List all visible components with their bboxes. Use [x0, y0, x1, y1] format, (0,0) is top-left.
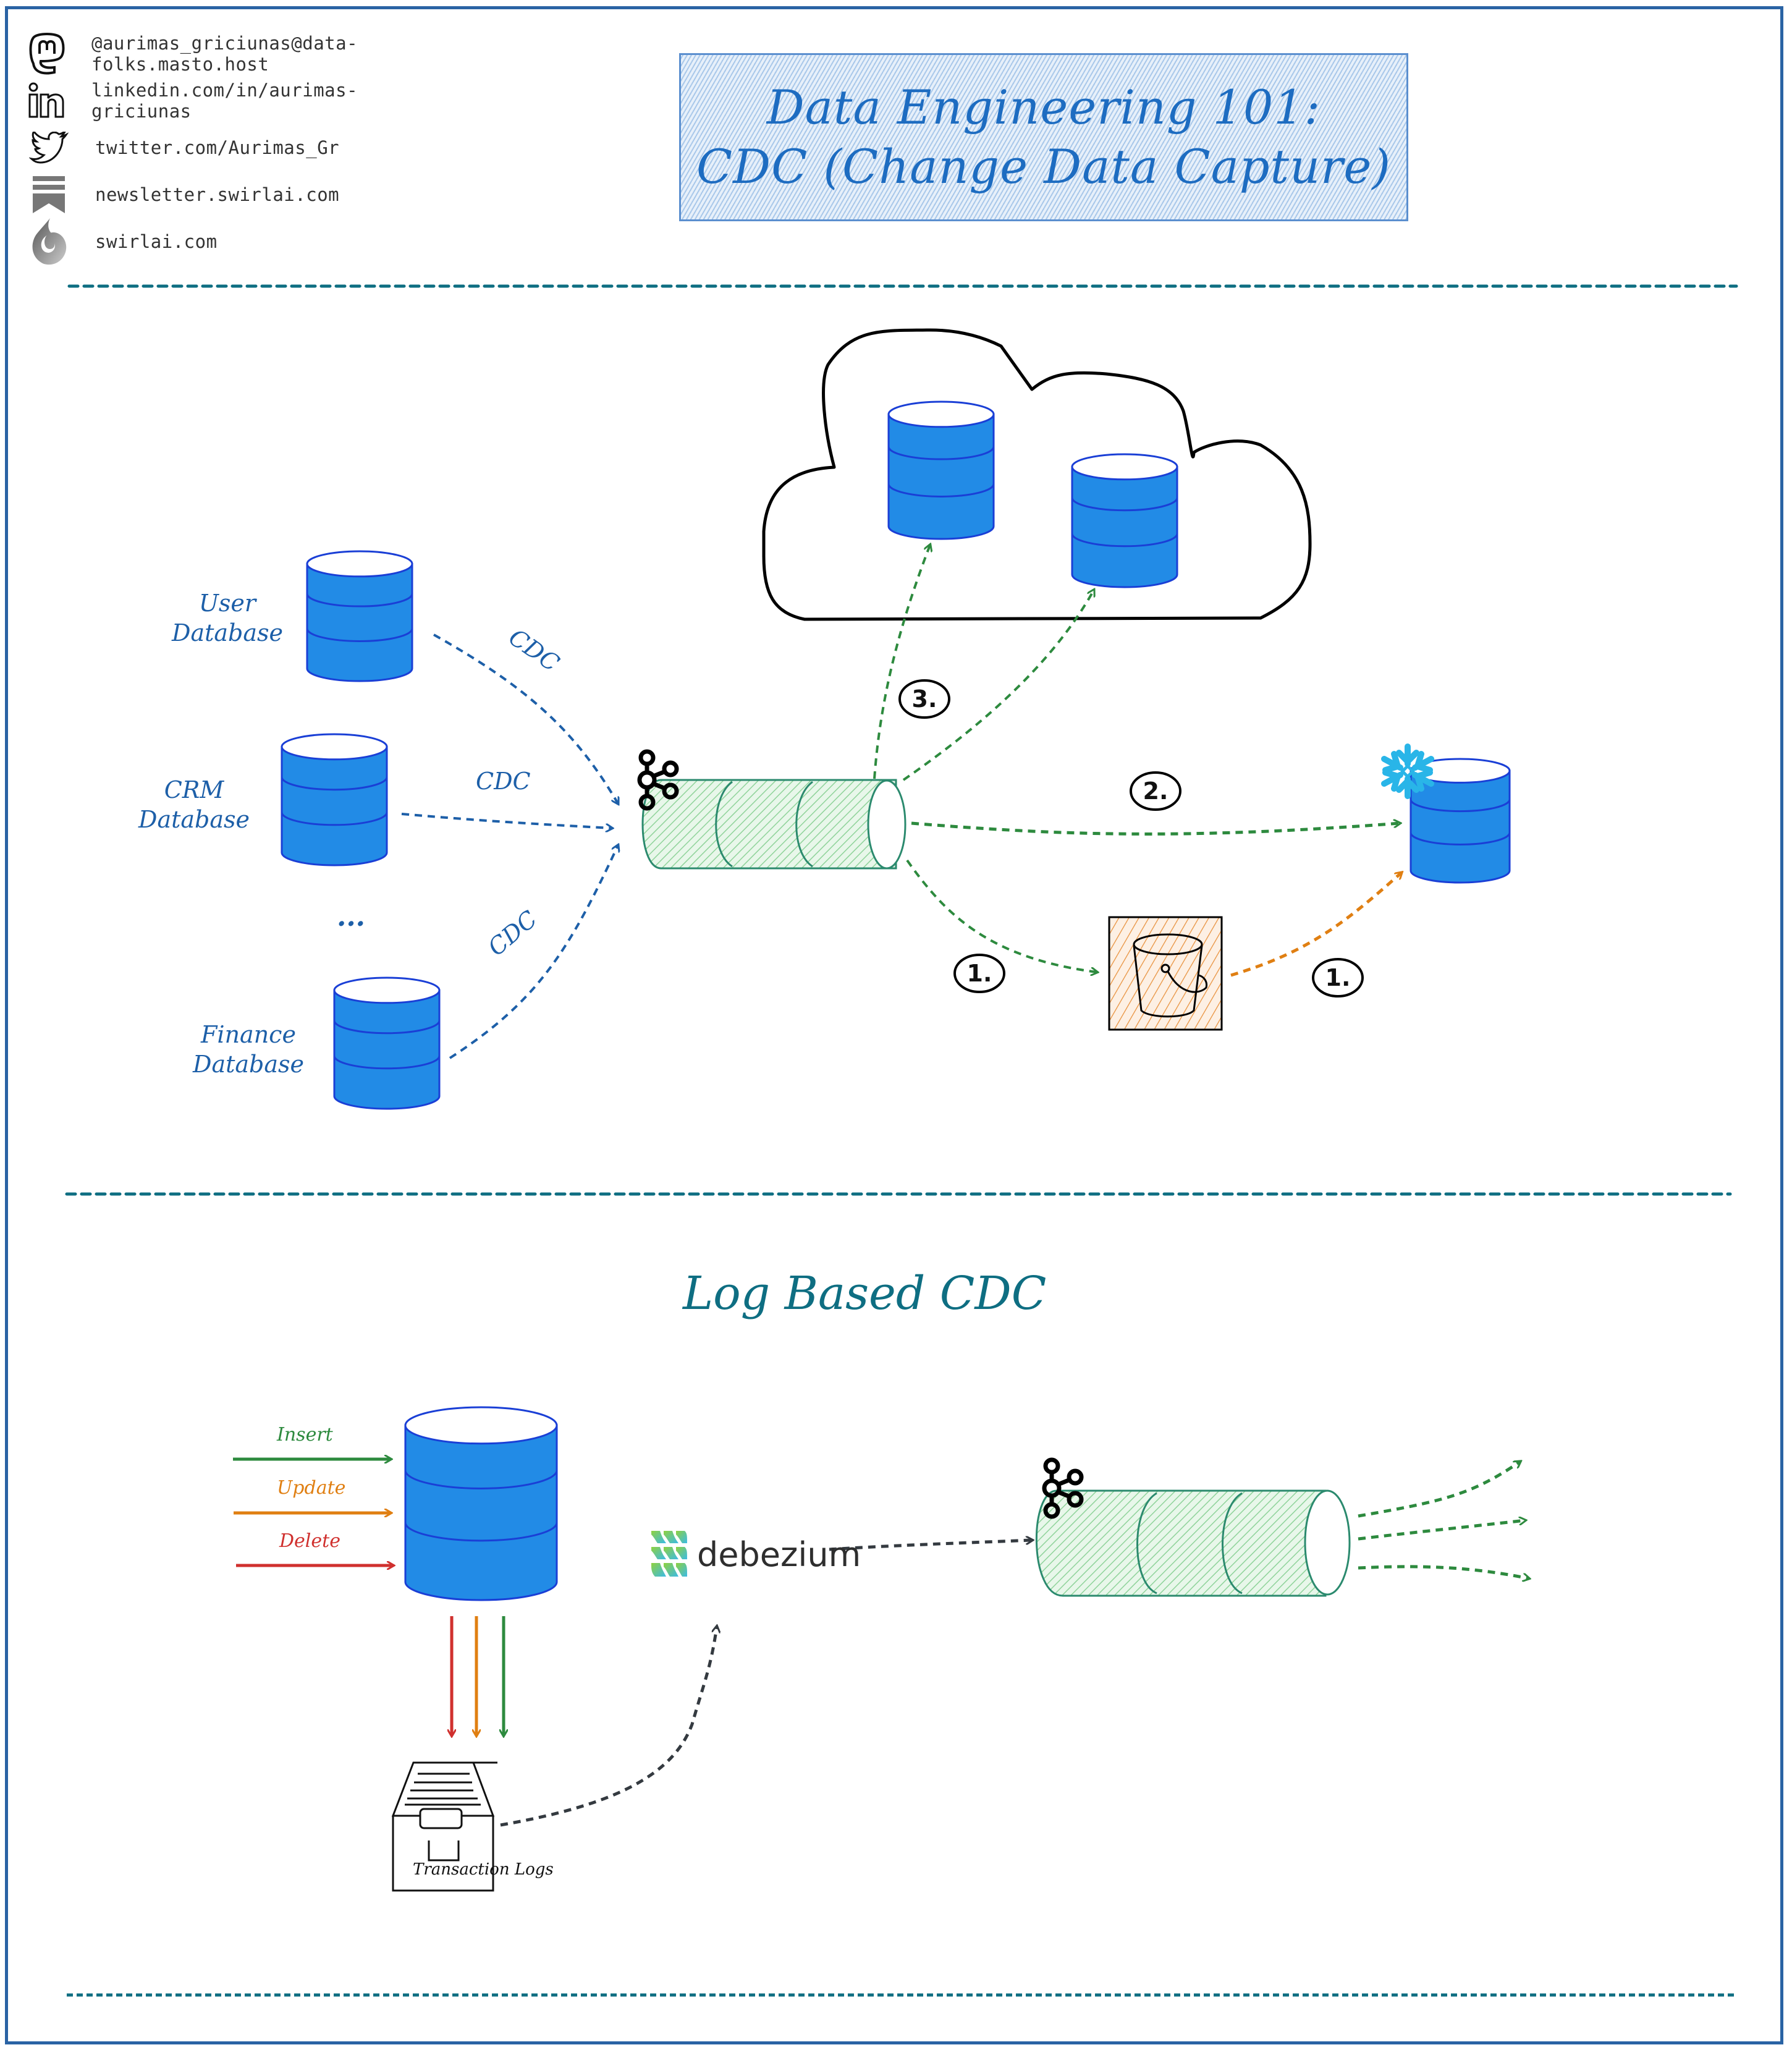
contact-text: linkedin.com/in/aurimas-griciunas: [91, 80, 358, 122]
debezium-logo: debezium: [650, 1530, 861, 1579]
fanout-arrow-1: [1358, 1462, 1520, 1518]
contact-text: twitter.com/Aurimas_Gr: [95, 137, 340, 158]
kafka-topic-bottom: [1035, 1489, 1351, 1597]
page-frame: [5, 6, 1783, 2044]
flow-arrow-bucket-to-warehouse: [1230, 873, 1401, 977]
transaction-logs-icon: [391, 1761, 497, 1892]
step-circle-1a: [953, 954, 1005, 993]
contact-text: @aurimas_griciunas@data-folks.masto.host: [91, 33, 358, 75]
snowflake-icon: [1381, 743, 1434, 799]
debezium-icon: [651, 1531, 687, 1577]
flow-arrow-to-cloud-db-1: [873, 545, 930, 779]
fanout-arrow-3: [1358, 1565, 1529, 1578]
cdc-arrow-user: [433, 633, 618, 803]
cdc-arrow-crm: [401, 813, 612, 828]
label-line: Database: [138, 806, 250, 833]
crm-database-icon: [281, 733, 388, 866]
label-line: User: [198, 590, 256, 617]
twitter-icon: [27, 126, 70, 169]
fanout-arrow-2: [1358, 1520, 1525, 1541]
step-circle-3: [898, 679, 950, 719]
substack-icon: [27, 173, 70, 216]
contact-twitter[interactable]: twitter.com/Aurimas_Gr: [27, 126, 339, 169]
step-3-label: 3.: [911, 685, 937, 713]
step-1b-label: 1.: [1325, 964, 1351, 991]
debezium-wordmark: debezium: [697, 1535, 861, 1574]
insert-label: Insert: [277, 1424, 333, 1446]
transaction-logs-label: Transaction Logs: [413, 1860, 554, 1879]
finance-database-label: Finance Database: [187, 1020, 310, 1079]
user-database-label: User Database: [166, 588, 289, 648]
cdc-arrow-finance: [449, 845, 618, 1059]
cloud-database-2-icon: [1071, 453, 1178, 588]
flow-arrow-to-warehouse: [911, 823, 1400, 836]
flow-arrow-to-bucket: [906, 859, 1097, 972]
debezium-to-kafka-arrow: [829, 1540, 1032, 1551]
section-title-log-based-cdc: Log Based CDC: [683, 1267, 1047, 1320]
label-line: Database: [171, 619, 284, 646]
contact-linkedin[interactable]: linkedin.com/in/aurimas-griciunas: [27, 79, 361, 122]
mastodon-icon: [27, 32, 67, 75]
crm-database-label: CRM Database: [132, 775, 256, 834]
delete-label: Delete: [279, 1530, 340, 1552]
source-database-icon: [404, 1406, 558, 1601]
kafka-icon: [637, 749, 679, 811]
step-circle-1b: [1312, 958, 1364, 997]
flow-arrow-to-cloud-db-2: [902, 590, 1094, 781]
contact-newsletter[interactable]: newsletter.swirlai.com: [27, 173, 339, 216]
finance-database-icon: [333, 976, 441, 1110]
title-line-2: CDC (Change Data Capture): [696, 139, 1391, 194]
kafka-topic-top: [641, 779, 907, 870]
warehouse-database-icon: [1410, 758, 1511, 884]
more-sources-ellipsis: ...: [337, 901, 365, 933]
step-2-label: 2.: [1143, 777, 1169, 805]
user-database-icon: [306, 550, 413, 682]
update-label: Update: [277, 1477, 346, 1499]
label-line: Database: [192, 1051, 305, 1078]
contact-text: newsletter.swirlai.com: [95, 184, 340, 205]
title-line-1: Data Engineering 101:: [766, 80, 1321, 135]
kafka-icon: [1042, 1457, 1084, 1519]
logs-to-debezium-arrow: [500, 1627, 717, 1827]
linkedin-icon: [27, 79, 67, 122]
cloud-shape: [762, 328, 1312, 621]
cloud-database-1-icon: [887, 400, 995, 540]
label-line: CRM: [164, 776, 224, 803]
label-line: Finance: [201, 1021, 296, 1048]
title-banner: Data Engineering 101: CDC (Change Data C…: [679, 53, 1408, 221]
cdc-label-crm: CDC: [476, 768, 531, 795]
step-circle-2: [1130, 771, 1181, 811]
contact-text: swirlai.com: [95, 231, 218, 252]
step-1-label: 1.: [966, 960, 992, 987]
contact-mastodon[interactable]: @aurimas_griciunas@data-folks.masto.host: [27, 32, 361, 75]
swirlai-icon: [27, 218, 70, 265]
contact-website[interactable]: swirlai.com: [27, 218, 218, 265]
s3-bucket-icon: [1108, 916, 1223, 1031]
